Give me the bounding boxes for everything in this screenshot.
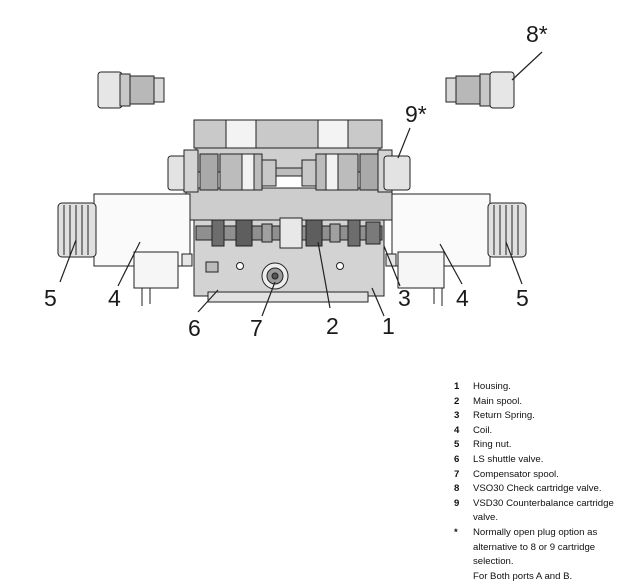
callout-3: 3 xyxy=(398,285,411,311)
cartridge-left-top xyxy=(167,149,277,193)
main-spool xyxy=(195,217,383,249)
coil-right xyxy=(385,193,491,306)
leader-lines xyxy=(59,51,543,317)
callout-2: 2 xyxy=(326,313,339,339)
cartridge-right-top xyxy=(301,149,411,193)
legend-item: *Normally open plug option as alternativ… xyxy=(454,526,598,568)
callout-1: 1 xyxy=(382,313,395,339)
callout-8: 8* xyxy=(526,21,548,47)
callout-7: 7 xyxy=(250,315,263,341)
plug-left xyxy=(97,71,165,109)
plug-right xyxy=(445,71,515,109)
callout-6: 6 xyxy=(188,315,201,341)
ring-nut-left xyxy=(57,202,97,258)
callout-9: 9* xyxy=(405,101,427,127)
ring-nut-right xyxy=(487,202,527,258)
housing-block xyxy=(185,119,393,303)
callout-4-left: 4 xyxy=(108,285,121,311)
link-tube xyxy=(275,167,303,177)
callout-4-right: 4 xyxy=(456,285,469,311)
ls-shuttle-valve xyxy=(205,261,344,273)
compensator-spool xyxy=(261,262,289,290)
callout-5-right: 5 xyxy=(516,285,529,311)
coil-left xyxy=(93,193,193,306)
callout-5-left: 5 xyxy=(44,285,57,311)
legend-note: For Both ports A and B. xyxy=(473,570,573,582)
valve-exploded-diagram: 8* 9* 5 4 6 7 2 1 3 4 5 xyxy=(44,21,548,341)
